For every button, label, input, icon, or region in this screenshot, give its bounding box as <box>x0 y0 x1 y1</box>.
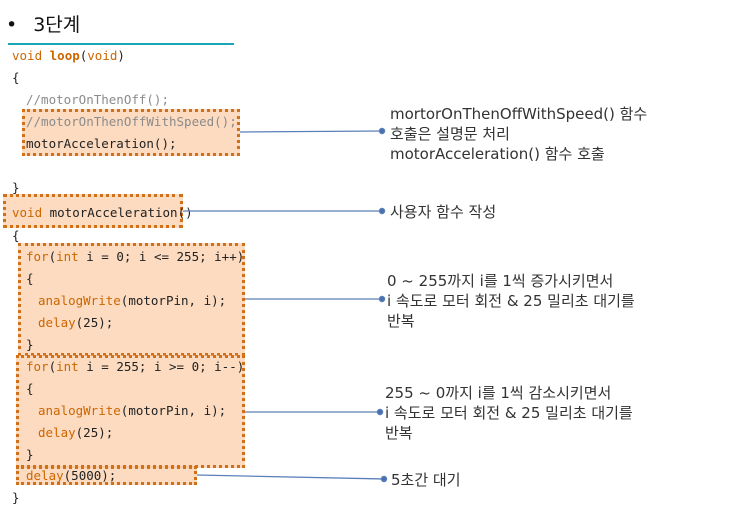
note-decrement-loop: 255 ~ 0까지 i를 1씩 감소시키면서 i 속도로 모터 회전 & 25 … <box>385 383 633 443</box>
code-brace-close-func: } <box>12 490 20 505</box>
code-for-increment: for(int i = 0; i <= 255; i++) <box>26 249 245 264</box>
note-increment-line3: 반복 <box>387 312 415 330</box>
connector-dot-1 <box>378 127 386 135</box>
note-decrement-line3: 반복 <box>385 424 413 442</box>
code-analog-write-1: analogWrite(motorPin, i); <box>38 293 227 308</box>
code-delay-25-1: delay(25); <box>38 315 114 330</box>
code-delay-5000: delay(5000); <box>26 468 117 483</box>
note-increment-line2: i 속도로 모터 회전 & 25 밀리초 대기를 <box>387 292 635 310</box>
bullet: • <box>6 14 18 36</box>
title-underline <box>8 43 234 45</box>
code-call-motor-acceleration: motorAcceleration(); <box>26 136 177 151</box>
note-calls-line2: 호출은 설명문 처리 <box>390 125 510 143</box>
code-brace-close-loop: } <box>12 180 20 195</box>
connector-dot-3 <box>378 295 386 303</box>
highlight-box-for-increment <box>18 243 245 356</box>
code-brace-close-for2: } <box>26 447 34 462</box>
code-brace-open-func: { <box>12 228 20 243</box>
note-increment-line1: 0 ~ 255까지 i를 1씩 증가시키면서 <box>387 272 614 290</box>
note-calls-line1: mortorOnThenOffWithSpeed() 함수 <box>390 105 648 123</box>
connector-dot-5 <box>380 475 388 483</box>
note-increment-loop: 0 ~ 255까지 i를 1씩 증가시키면서 i 속도로 모터 회전 & 25 … <box>387 271 635 331</box>
highlight-box-for-decrement <box>16 355 245 468</box>
slide-title: • 3단계 <box>6 10 80 37</box>
note-calls: mortorOnThenOffWithSpeed() 함수 호출은 설명문 처리… <box>390 104 647 164</box>
note-delay: 5초간 대기 <box>391 471 461 489</box>
code-loop-signature: void loop(void) <box>12 48 125 63</box>
code-brace-open-for2: { <box>26 381 34 396</box>
highlight-box-calls <box>22 109 240 156</box>
code-brace-open: { <box>12 70 20 85</box>
note-calls-line3: motorAcceleration() 함수 호출 <box>390 145 605 163</box>
note-decrement-line2: i 속도로 모터 회전 & 25 밀리초 대기를 <box>385 404 633 422</box>
code-delay-25-2: delay(25); <box>38 425 114 440</box>
connector-line-1 <box>239 130 383 133</box>
code-for-decrement: for(int i = 255; i >= 0; i--) <box>26 359 245 374</box>
code-comment-motor-on-then-off: //motorOnThenOff(); <box>26 92 169 107</box>
title-text: 3단계 <box>33 14 81 36</box>
code-function-signature: void motorAcceleration() <box>12 205 193 220</box>
code-analog-write-2: analogWrite(motorPin, i); <box>38 403 227 418</box>
connector-dot-2 <box>378 207 386 215</box>
connector-line-5 <box>196 474 385 480</box>
note-decrement-line1: 255 ~ 0까지 i를 1씩 감소시키면서 <box>385 384 612 402</box>
code-comment-motor-speed: //motorOnThenOffWithSpeed(); <box>26 114 237 129</box>
code-brace-open-for1: { <box>26 271 34 286</box>
connector-dot-4 <box>376 408 384 416</box>
highlight-box-delay <box>16 466 197 485</box>
code-brace-close-for1: } <box>26 337 34 352</box>
note-user-function: 사용자 함수 작성 <box>390 203 497 221</box>
highlight-box-function-signature <box>3 194 183 228</box>
